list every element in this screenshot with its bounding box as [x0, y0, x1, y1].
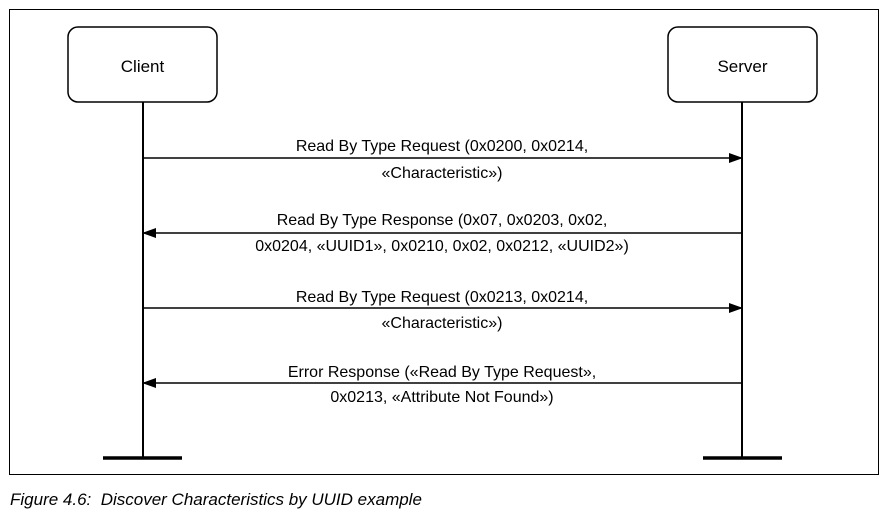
message-4-line-2: 0x0213, «Attribute Not Found»)	[330, 389, 553, 406]
message-3: Read By Type Request (0x0213, 0x0214, «C…	[143, 289, 743, 332]
message-1: Read By Type Request (0x0200, 0x0214, «C…	[143, 138, 743, 182]
message-3-line-1: Read By Type Request (0x0213, 0x0214,	[296, 289, 588, 306]
figure-caption: Figure 4.6: Discover Characteristics by …	[10, 490, 422, 509]
client-actor-label: Client	[121, 57, 165, 76]
server-actor-label: Server	[717, 57, 767, 76]
message-2-line-2: 0x0204, «UUID1», 0x0210, 0x02, 0x0212, «…	[255, 238, 629, 255]
message-3-line-2: «Characteristic»)	[382, 315, 503, 332]
message-2: Read By Type Response (0x07, 0x0203, 0x0…	[142, 212, 742, 255]
message-4-line-1: Error Response («Read By Type Request»,	[288, 364, 596, 381]
message-1-line-2: «Characteristic»)	[382, 165, 503, 182]
message-2-line-1: Read By Type Response (0x07, 0x0203, 0x0…	[277, 212, 608, 229]
message-4: Error Response («Read By Type Request», …	[142, 364, 742, 406]
diagram-frame	[9, 9, 879, 475]
message-1-line-1: Read By Type Request (0x0200, 0x0214,	[296, 138, 588, 155]
